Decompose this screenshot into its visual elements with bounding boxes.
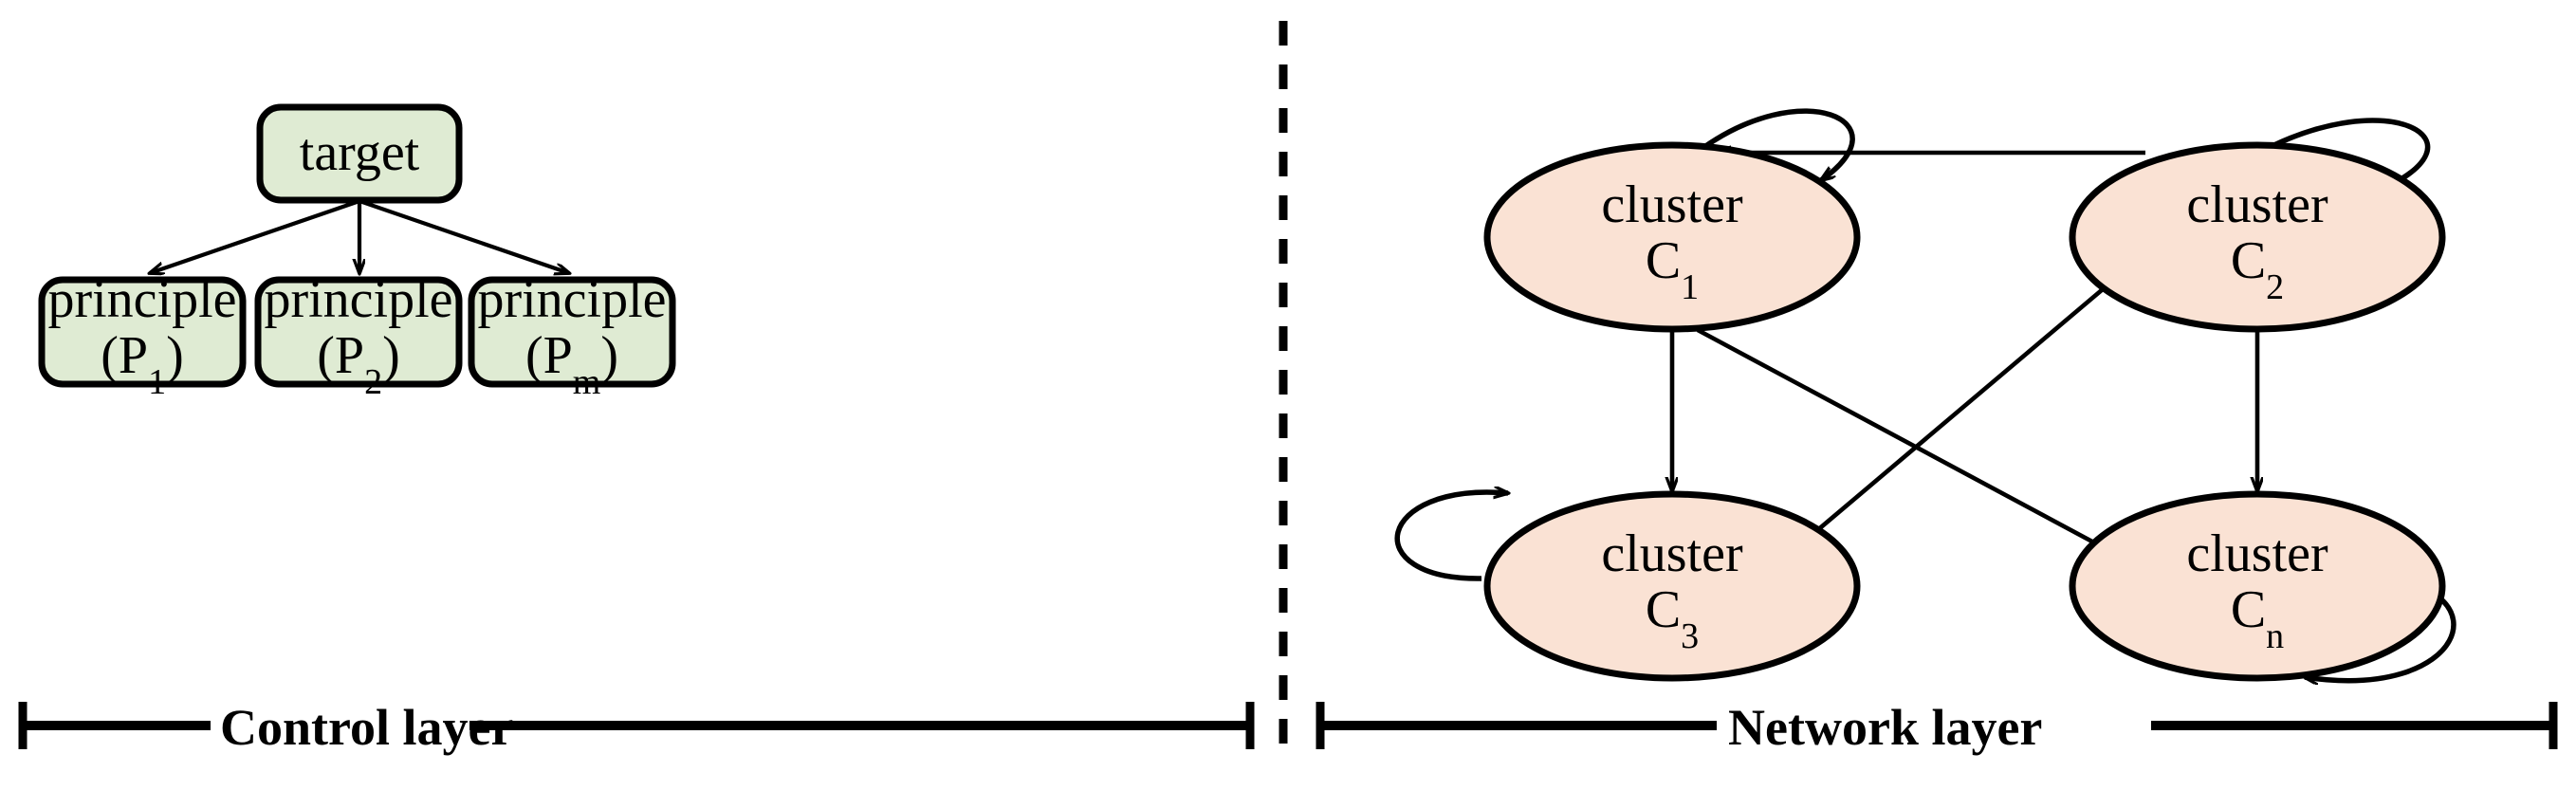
control-layer-label: Control layer — [220, 699, 514, 756]
network-layer-group — [1394, 108, 2456, 682]
node-cluster-cn[interactable] — [2069, 490, 2446, 682]
self-loop-c2 — [2255, 118, 2431, 194]
node-target[interactable] — [256, 103, 463, 204]
self-loop-c1 — [1696, 108, 1855, 183]
control-layer-dimension-rule — [18, 702, 1255, 749]
node-cluster-c3[interactable] — [1483, 490, 1861, 682]
network-layer-dimension-rule — [1316, 702, 2558, 749]
node-principle-p2[interactable] — [254, 276, 463, 388]
edge-c1-to-cn — [1696, 327, 2117, 555]
control-layer-group — [38, 103, 676, 388]
edge-target-to-p1 — [150, 199, 360, 273]
node-cluster-c2[interactable] — [2069, 141, 2446, 333]
node-principle-pm[interactable] — [468, 276, 676, 388]
node-principle-p1[interactable] — [38, 276, 247, 388]
edge-target-to-pm — [359, 199, 569, 273]
node-cluster-c1[interactable] — [1483, 141, 1861, 333]
network-layer-label: Network layer — [1728, 699, 2043, 756]
self-loop-c3 — [1394, 492, 1508, 581]
